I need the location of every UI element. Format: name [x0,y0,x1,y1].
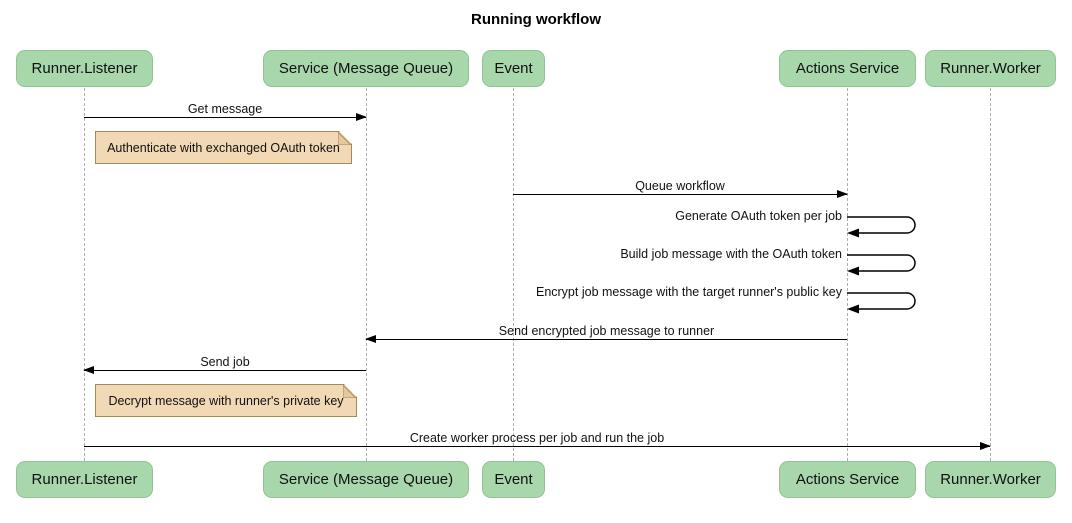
participant-label: Runner.Worker [940,471,1041,488]
arrow-line [84,441,991,450]
message-label: Create worker process per job and run th… [409,431,665,445]
lifeline-actions-service [847,88,848,461]
self-message-build-job-message: Build job message with the OAuth token [620,247,842,261]
arrowhead-left-icon [83,365,94,374]
note-fold-icon [343,385,356,398]
participant-runner-worker-bottom: Runner.Worker [925,461,1056,498]
arrowhead-left-icon [365,334,376,343]
participant-actions-service-top: Actions Service [779,50,916,87]
participant-runner-listener-top: Runner.Listener [16,50,153,87]
message-label: Send encrypted job message to runner [498,324,715,338]
self-loop-arrow-icon [847,216,916,238]
arrow-line [365,334,847,343]
message-queue-workflow: Queue workflow [513,179,848,205]
participant-label: Runner.Listener [31,60,138,77]
self-loop-arrow-icon [847,254,916,276]
message-create-worker: Create worker process per job and run th… [84,431,991,457]
lifeline-service-message-queue [366,88,367,461]
self-message-encrypt-job-message: Encrypt job message with the target runn… [535,285,842,299]
note-decrypt: Decrypt message with runner's private ke… [95,384,357,417]
arrowhead-right-icon [837,189,848,198]
message-send-encrypted-job: Send encrypted job message to runner [365,324,847,350]
participant-actions-service-bottom: Actions Service [779,461,916,498]
arrow-line [83,365,366,374]
arrowhead-right-icon [356,112,367,121]
participant-label: Event [494,471,533,488]
participant-service-message-queue-bottom: Service (Message Queue) [263,461,469,498]
note-authenticate: Authenticate with exchanged OAuth token [95,131,352,164]
participant-label: Actions Service [795,60,900,77]
note-fold-icon [338,132,351,145]
participant-event-top: Event [482,50,545,87]
participant-label: Runner.Worker [940,60,1041,77]
self-message-generate-oauth-token: Generate OAuth token per job [675,209,842,223]
arrowhead-right-icon [980,441,991,450]
lifeline-runner-worker [990,88,991,461]
participant-label: Actions Service [795,471,900,488]
lifeline-event [513,88,514,461]
arrow-line [84,112,367,121]
message-label: Get message [187,102,263,116]
message-label: Queue workflow [635,179,725,193]
participant-runner-worker-top: Runner.Worker [925,50,1056,87]
participant-event-bottom: Event [482,461,545,498]
self-loop-arrow-icon [847,292,916,314]
participant-service-message-queue-top: Service (Message Queue) [263,50,469,87]
message-get-message: Get message [84,102,367,128]
message-send-job: Send job [83,355,366,381]
participant-label: Service (Message Queue) [278,60,454,77]
message-label: Send job [200,355,250,369]
note-text: Authenticate with exchanged OAuth token [107,140,340,155]
participant-label: Event [494,60,533,77]
lifeline-runner-listener [84,88,85,461]
note-text: Decrypt message with runner's private ke… [108,393,344,408]
participant-label: Service (Message Queue) [278,471,454,488]
diagram-title: Running workflow [471,11,601,28]
participant-label: Runner.Listener [31,471,138,488]
participant-runner-listener-bottom: Runner.Listener [16,461,153,498]
arrow-line [513,189,848,198]
